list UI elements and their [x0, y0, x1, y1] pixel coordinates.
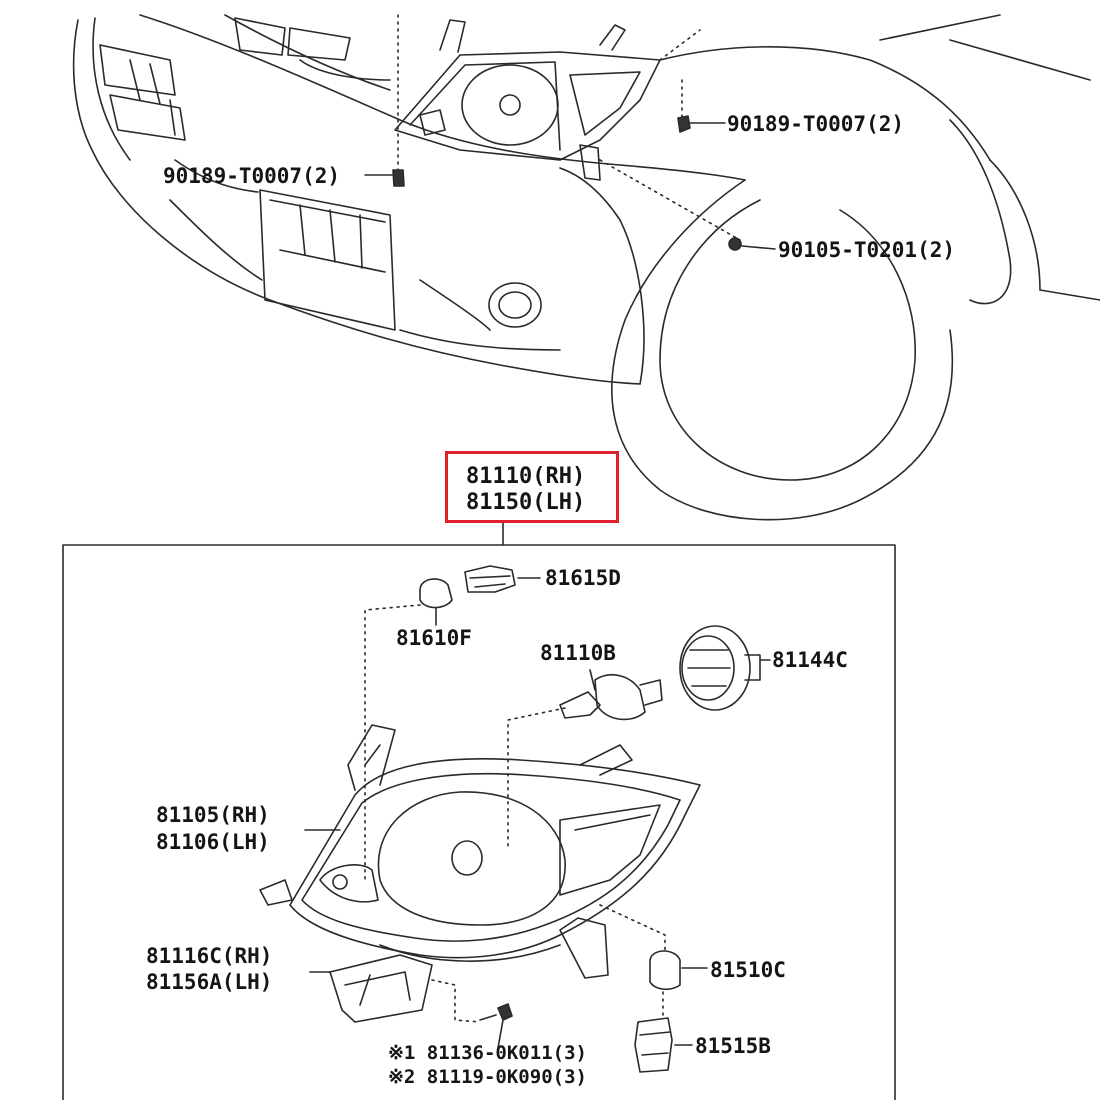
part-number-rh: 81110(RH)	[466, 464, 586, 489]
clip-icon	[392, 169, 405, 187]
socket-icon	[634, 1017, 673, 1073]
bulb-icon	[419, 578, 453, 609]
label-unit-rh: 81105(RH)	[156, 803, 270, 827]
headlamp-icon	[259, 724, 701, 979]
label-clip-left: 90189-T0007(2)	[163, 164, 341, 188]
bracket-icon	[329, 954, 433, 1023]
label-bracket-lh: 81156A(LH)	[146, 970, 273, 994]
cover-icon	[679, 625, 761, 711]
bulb-icon	[559, 674, 663, 721]
highlighted-part-number[interactable]: 81110(RH) 81150(LH)	[445, 451, 619, 523]
label-bracket-rh: 81116C(RH)	[146, 944, 273, 968]
clip-icon	[677, 115, 691, 133]
label-cover: 81144C	[772, 648, 848, 672]
label-screw: 90105-T0201(2)	[778, 238, 956, 262]
screw-icon	[728, 237, 742, 251]
label-bulb-side: 81610F	[396, 626, 472, 650]
bulb-icon	[649, 950, 681, 991]
label-bulb-turn: 81510C	[710, 958, 786, 982]
screw-icon	[497, 1003, 513, 1049]
label-socket-side: 81615D	[545, 566, 621, 590]
part-number-lh: 81150(LH)	[466, 490, 586, 515]
label-screw-1: ※1 81136-0K011(3)	[388, 1042, 587, 1064]
label-clip-right: 90189-T0007(2)	[727, 112, 905, 136]
label-screw-2: ※2 81119-0K090(3)	[388, 1066, 587, 1088]
detail-frame	[62, 544, 896, 1100]
socket-icon	[464, 565, 516, 593]
label-socket-turn: 81515B	[695, 1034, 771, 1058]
label-unit-lh: 81106(LH)	[156, 830, 270, 854]
label-bulb-head: 81110B	[540, 641, 616, 665]
vehicle-front-drawing	[72, 14, 1100, 521]
